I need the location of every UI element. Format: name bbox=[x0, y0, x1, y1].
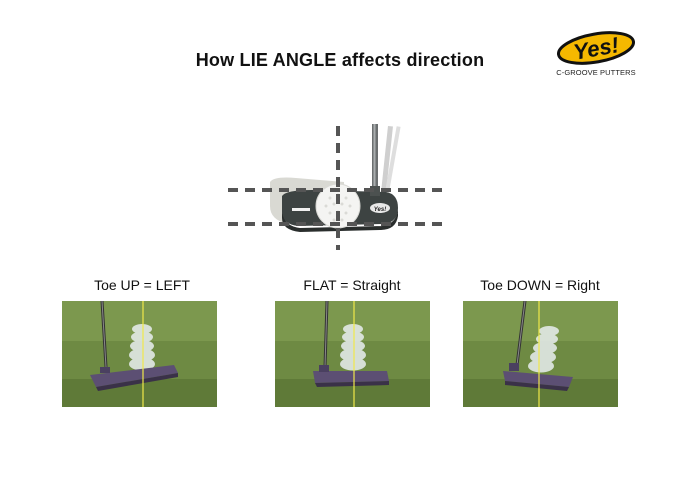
caption-toe-down: Toe DOWN = Right bbox=[480, 277, 600, 293]
yes-logo: Yes! bbox=[556, 31, 636, 65]
caption-toe-up: Toe UP = LEFT bbox=[94, 277, 190, 293]
photo-toe-up bbox=[62, 301, 217, 407]
putter-shaft-highlight bbox=[373, 124, 376, 196]
putter-diagram: Yes! bbox=[228, 124, 446, 250]
caption-flat: FLAT = Straight bbox=[303, 277, 401, 293]
photo-flat bbox=[275, 301, 430, 407]
shaft-ghost bbox=[380, 125, 393, 197]
logo-tagline: C-GROOVE PUTTERS bbox=[556, 68, 636, 77]
page-title: How LIE ANGLE affects direction bbox=[195, 50, 485, 70]
photo-toe-down bbox=[463, 301, 618, 407]
putter-head-sole bbox=[282, 210, 398, 232]
putter-badge-text: Yes! bbox=[374, 207, 386, 213]
shaft-ghost bbox=[384, 126, 401, 196]
putter-sight-line bbox=[292, 208, 310, 211]
putter-hosel bbox=[370, 186, 380, 196]
